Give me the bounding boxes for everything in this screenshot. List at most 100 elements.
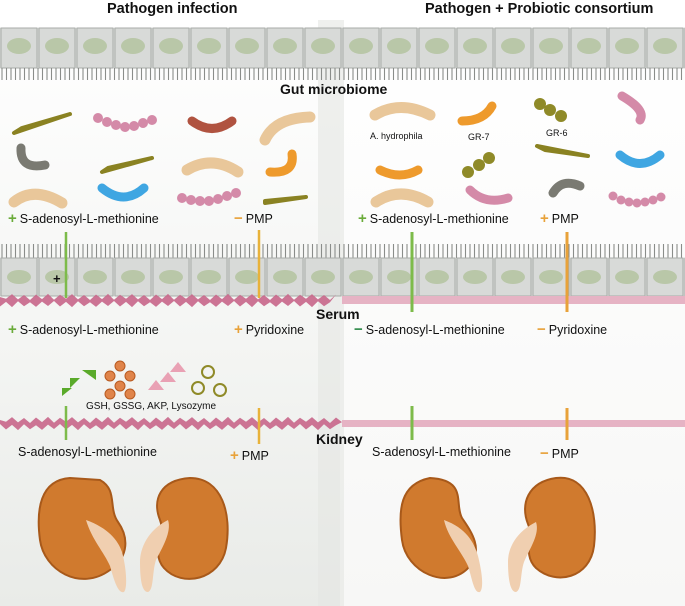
rod-bacterium (263, 195, 308, 205)
cell-nucleus (463, 38, 487, 54)
epithelial-cell (342, 27, 380, 69)
curved-bacterium-orange (375, 165, 423, 180)
curved-bacterium-blue (615, 150, 665, 168)
cell-nucleus (501, 270, 525, 284)
cell-nucleus (159, 270, 183, 284)
rod-bacterium (12, 112, 72, 135)
cell-nucleus (311, 270, 335, 284)
cell-nucleus (273, 270, 297, 284)
chain-bacterium (93, 113, 157, 132)
middle-epithelium (0, 244, 685, 297)
cell-nucleus (577, 38, 601, 54)
top-epithelium (0, 27, 685, 80)
flagellated-bacterium (370, 188, 434, 208)
left-gut-metabolite-2: −PMP (234, 210, 273, 227)
flagellated-bacterium (259, 111, 316, 146)
serum-membrane (0, 293, 685, 308)
flagellated-bacterium (369, 102, 436, 121)
transport-lines (64, 230, 569, 444)
rod-bacterium-red (187, 116, 237, 133)
cell-nucleus (121, 38, 145, 54)
cell-nucleus (653, 38, 677, 54)
cell-nucleus (349, 270, 373, 284)
right-panel-title: Pathogen + Probiotic consortium (425, 1, 654, 17)
cell-nucleus (83, 38, 107, 54)
cell-nucleus (197, 270, 221, 284)
cell-nucleus (159, 38, 183, 54)
gr6-bacterium (534, 98, 567, 122)
cell-nucleus (425, 270, 449, 284)
right-kidney-metabolite-2: −PMP (540, 445, 579, 462)
left-kidney-metabolite-2: +PMP (230, 447, 269, 464)
right-kidney-1 (399, 476, 483, 593)
kidney-membrane (0, 416, 685, 431)
curved-bacterium-grey (548, 178, 585, 198)
left-kidney-1 (37, 476, 127, 593)
epithelium-plus-mark: + (53, 271, 61, 286)
biomarker-icons (62, 360, 227, 400)
cell-nucleus (387, 38, 411, 54)
right-serum-metabolite-1: −S-adenosyl-L-methionine (354, 321, 505, 338)
left-panel-title: Pathogen infection (107, 1, 238, 17)
epithelial-cell (456, 27, 494, 69)
rod-bacterium (100, 156, 154, 174)
cell-nucleus (577, 270, 601, 284)
curved-bacterium-pink (465, 185, 513, 205)
cell-nucleus (539, 38, 563, 54)
cell-nucleus (311, 38, 335, 54)
left-kidney-2 (140, 476, 229, 592)
serum-label: Serum (316, 306, 360, 322)
gr7-label: GR-7 (468, 132, 490, 142)
cell-nucleus (235, 270, 259, 284)
center-divider (318, 20, 344, 606)
cell-nucleus (235, 38, 259, 54)
curved-bacterium-pink (617, 91, 646, 125)
cell-nucleus (653, 270, 677, 284)
cell-nucleus (7, 270, 31, 284)
curved-bacterium-blue (97, 183, 149, 202)
cell-nucleus (539, 270, 563, 284)
right-kidney-2 (508, 476, 596, 592)
right-bacteria (369, 91, 666, 208)
left-serum-metabolite-1: +S-adenosyl-L-methionine (8, 321, 159, 338)
left-gut-metabolite-1: +S-adenosyl-L-methionine (8, 210, 159, 227)
left-serum-metabolite-2: +Pyridoxine (234, 321, 305, 338)
cell-nucleus (197, 38, 221, 54)
cell-nucleus (501, 38, 525, 54)
right-kidney-metabolite-1: S-adenosyl-L-methionine (372, 445, 511, 459)
flagellated-bacterium (181, 157, 244, 178)
right-gut-metabolite-2: +PMP (540, 210, 579, 227)
cell-nucleus (7, 38, 31, 54)
gr6-label: GR-6 (546, 128, 568, 138)
right-serum-metabolite-2: −Pyridoxine (537, 321, 608, 338)
curved-bacterium-grey (16, 143, 50, 171)
a-hydrophila-label: A. hydrophila (370, 131, 423, 141)
cell-nucleus (121, 270, 145, 284)
kidney-label: Kidney (316, 431, 363, 447)
left-bacteria (8, 111, 316, 209)
cell-nucleus (615, 270, 639, 284)
cell-nucleus (387, 270, 411, 284)
chain-bacterium (177, 188, 241, 206)
right-panel-bg (340, 20, 685, 606)
cell-nucleus (425, 38, 449, 54)
cell-nucleus (463, 270, 487, 284)
kidney-icons (37, 476, 596, 593)
flagellated-bacterium (8, 188, 68, 209)
biomarkers-label: GSH, GSSG, AKP, Lysozyme (86, 401, 217, 412)
gr6-bacterium (462, 152, 495, 178)
right-gut-metabolite-1: +S-adenosyl-L-methionine (358, 210, 509, 227)
cell-nucleus (615, 38, 639, 54)
cell-nucleus (45, 38, 69, 54)
cell-nucleus (273, 38, 297, 54)
gr7-bacterium (457, 101, 497, 126)
curved-bacterium-orange (265, 149, 297, 177)
rod-bacterium (535, 144, 590, 158)
cell-nucleus (349, 38, 373, 54)
cell-nucleus (83, 270, 107, 284)
left-kidney-metabolite-1: S-adenosyl-L-methionine (18, 445, 157, 459)
chain-bacterium (608, 191, 666, 208)
cell-nucleus (45, 270, 69, 284)
